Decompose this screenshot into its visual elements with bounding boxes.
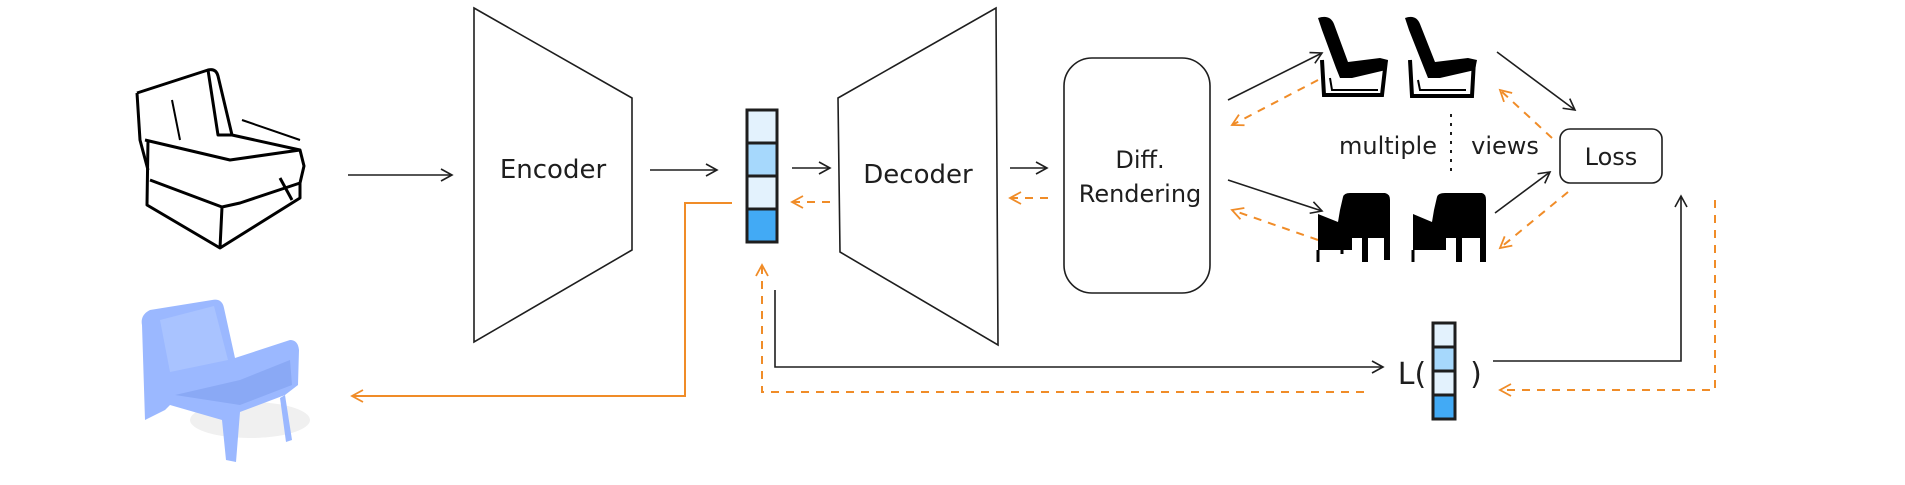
input-chair-sketch xyxy=(135,68,306,250)
grad-arrow-latent-loss-to-latent xyxy=(755,263,1364,393)
arrow-bottom-views-to-loss xyxy=(1494,171,1552,214)
arrow-rendering-to-top-views xyxy=(1227,51,1324,101)
arrow-latent-loss-to-loss xyxy=(1493,194,1688,362)
arrow-latent-to-output-mesh xyxy=(350,202,732,403)
latent-loss-cell xyxy=(1431,321,1457,349)
view-silhouette-top-left xyxy=(1318,16,1388,97)
loss-block xyxy=(1559,128,1663,184)
grad-arrow-bottom-views-to-rendering xyxy=(1230,207,1319,241)
latent-loss-suffix: ) xyxy=(1470,357,1482,392)
output-chair-mesh xyxy=(141,299,310,462)
multiple-label: multiple xyxy=(1339,132,1437,160)
latent-loss-cell xyxy=(1431,369,1457,397)
latent-cell xyxy=(745,141,779,178)
latent-loss-code xyxy=(1431,321,1457,421)
loss-label: Loss xyxy=(1585,143,1638,171)
latent-code xyxy=(745,108,779,244)
diff-rendering-label-line2: Rendering xyxy=(1079,180,1202,208)
latent-loss-cell xyxy=(1431,393,1457,421)
view-silhouette-bottom-right xyxy=(1411,193,1486,262)
grad-arrow-loss-to-latent-loss xyxy=(1498,200,1716,397)
view-silhouette-top-right xyxy=(1405,16,1477,98)
grad-arrow-loss-to-bottom-views xyxy=(1498,191,1569,250)
arrow-latent-to-latent-loss xyxy=(774,290,1385,374)
diff-rendering-label-line1: Diff. xyxy=(1115,146,1164,174)
latent-cell xyxy=(745,207,779,244)
decoder-block xyxy=(837,6,999,347)
latent-loss-prefix: L( xyxy=(1398,357,1426,392)
views-label: views xyxy=(1471,132,1539,160)
encoder-label: Encoder xyxy=(500,155,607,185)
latent-loss-cell xyxy=(1431,345,1457,373)
latent-cell xyxy=(745,174,779,211)
grad-arrow-loss-to-top-views xyxy=(1498,88,1553,139)
arrow-rendering-to-bottom-views xyxy=(1227,179,1324,215)
arrow-top-views-to-loss xyxy=(1496,51,1577,111)
view-silhouette-bottom-left xyxy=(1316,193,1390,262)
decoder-label: Decoder xyxy=(863,160,973,190)
encoder-block xyxy=(473,6,633,344)
diff-rendering-block xyxy=(1063,57,1211,294)
latent-cell xyxy=(745,108,779,145)
grad-arrow-top-views-to-rendering xyxy=(1230,79,1319,127)
